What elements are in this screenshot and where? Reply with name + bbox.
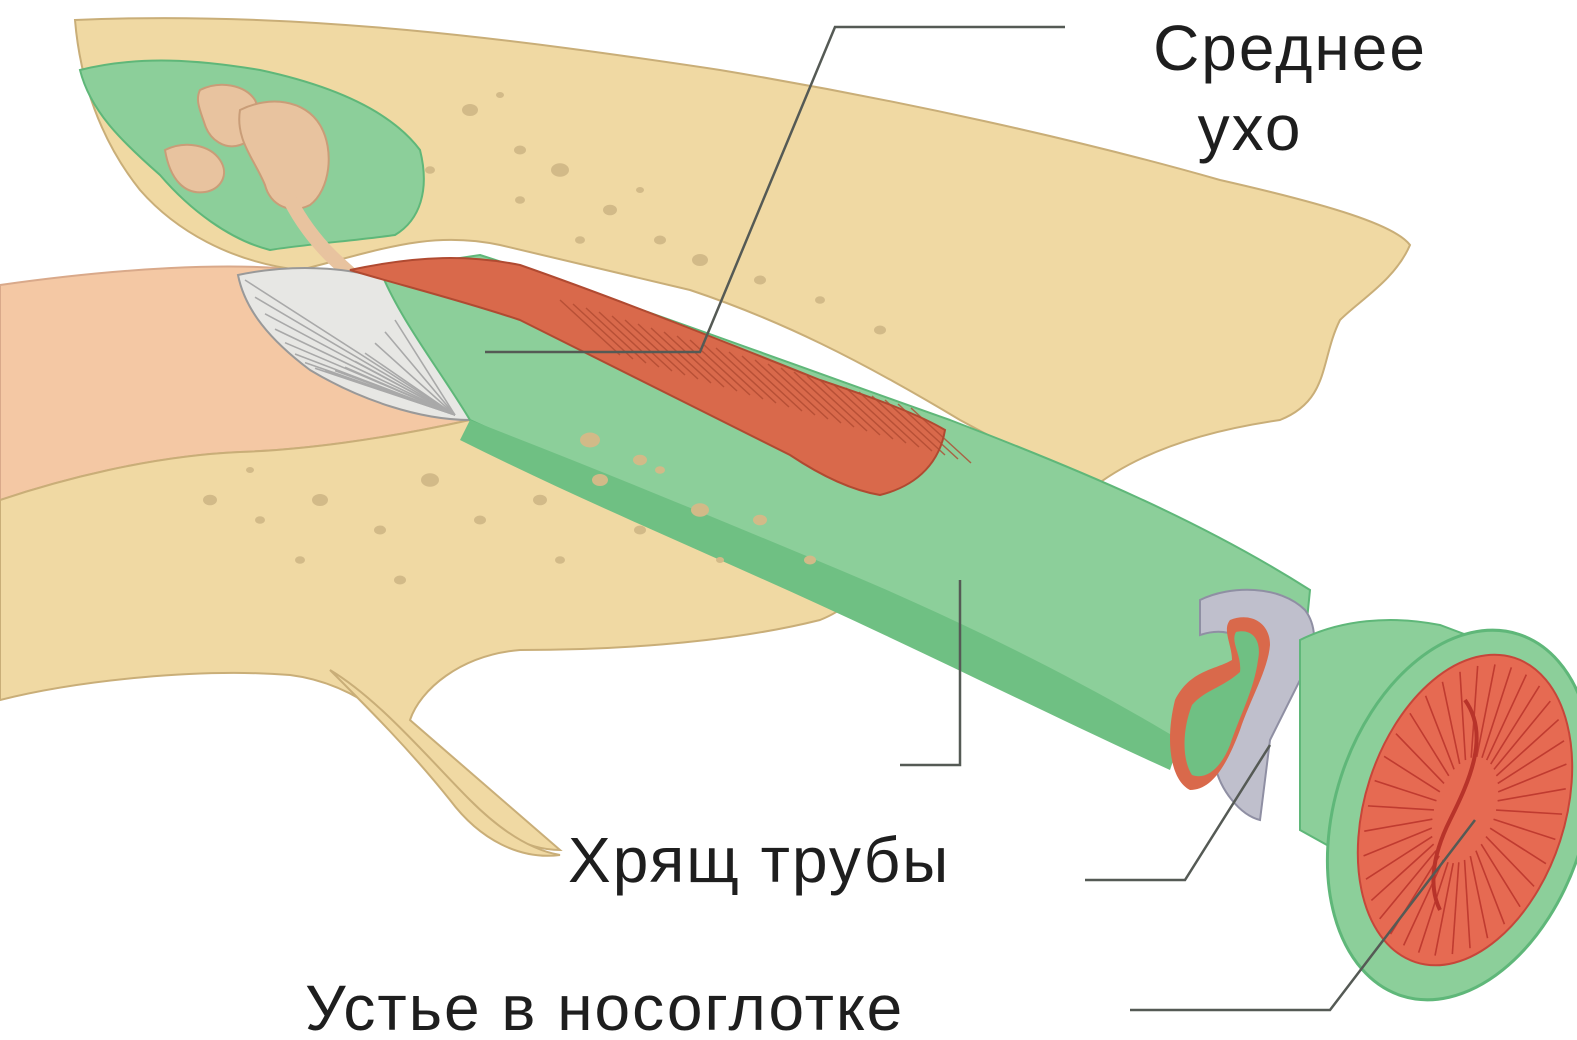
label-middle-ear-line1: Среднее	[1153, 12, 1427, 84]
label-nasopharynx-orifice: Устье в носоглотке	[305, 972, 904, 1040]
label-tube-cartilage: Хрящ трубы	[568, 824, 950, 896]
label-middle-ear-line2: ухо	[1198, 92, 1303, 164]
